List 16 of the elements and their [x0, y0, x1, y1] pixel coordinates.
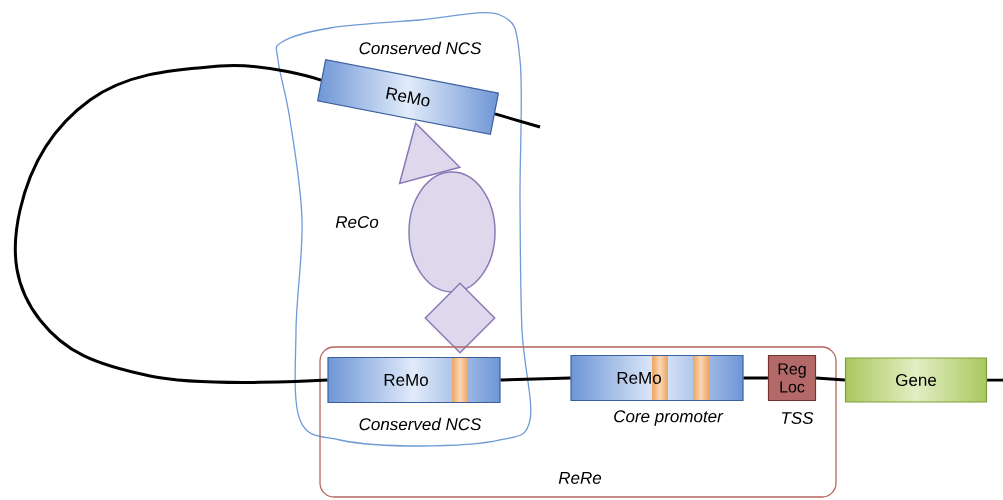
element-box: ReMo	[327, 356, 501, 404]
element-caption: Core promoter	[614, 410, 724, 426]
element-box: Gene	[844, 357, 988, 403]
dna-strand	[13, 64, 328, 384]
element-caption: Conserved NCS	[359, 41, 482, 55]
dna-strand	[816, 376, 845, 382]
dna-strand	[987, 378, 1003, 382]
element-box: Reg Loc	[767, 354, 817, 402]
dna-strand	[494, 112, 541, 129]
dna-strand	[500, 376, 571, 382]
region-label: ReCo	[335, 215, 379, 228]
element-caption: Conserved NCS	[359, 417, 482, 431]
diamond-shape	[424, 282, 496, 354]
dna-strand	[743, 376, 768, 380]
region-label: ReRe	[558, 472, 602, 484]
element-caption: TSS	[782, 411, 814, 424]
